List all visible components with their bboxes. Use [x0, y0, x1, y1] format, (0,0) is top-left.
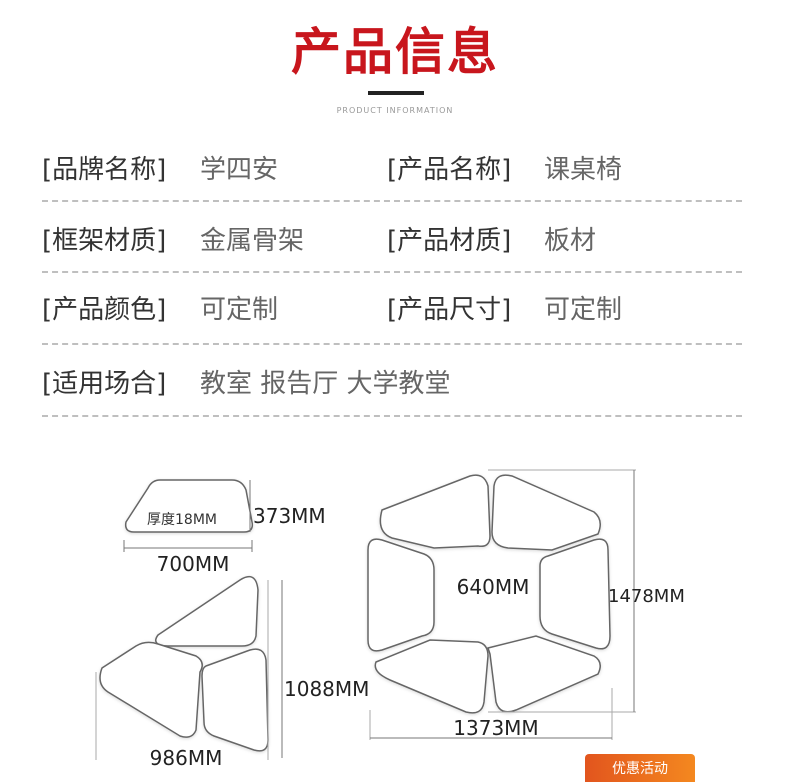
- spec-value-brand: 学四安: [200, 155, 279, 185]
- dimension-diagram: 厚度18MM 373MM 700MM 1088MM 986MM 640MM 14…: [95, 469, 685, 770]
- triangle-width-label: 986MM: [150, 746, 223, 770]
- dashed-divider: [42, 415, 742, 417]
- page-subtitle: PRODUCT INFORMATION: [336, 106, 454, 115]
- spec-label-brand: [品牌名称]: [42, 155, 167, 185]
- dashed-divider: [42, 200, 742, 202]
- spec-label-color: [产品颜色]: [42, 295, 167, 325]
- promo-banner[interactable]: 优惠活动: [585, 754, 695, 782]
- spec-label-product-name: [产品名称]: [387, 155, 512, 185]
- spec-label-product-material: [产品材质]: [387, 226, 512, 256]
- triangle-height-label: 1088MM: [284, 677, 369, 701]
- spec-row: [适用场合] 教室 报告厅 大学教堂: [42, 364, 742, 404]
- dashed-divider: [42, 271, 742, 273]
- dashed-divider: [42, 343, 742, 345]
- spec-label-frame-material: [框架材质]: [42, 226, 167, 256]
- piece-width-label: 700MM: [157, 552, 230, 576]
- triangle-assembly: 1088MM 986MM: [95, 575, 369, 770]
- hexagon-height-label: 1478MM: [608, 586, 685, 607]
- hexagon-inner-label: 640MM: [457, 575, 530, 599]
- spec-value-product-name: 课桌椅: [544, 155, 623, 185]
- trapezoid-piece: 厚度18MM 373MM 700MM: [123, 479, 326, 576]
- spec-row: [品牌名称] 学四安 [产品名称] 课桌椅: [42, 150, 742, 190]
- spec-value-size: 可定制: [544, 295, 623, 325]
- piece-height-label: 373MM: [253, 504, 326, 528]
- spec-label-size: [产品尺寸]: [387, 295, 512, 325]
- title-underline: [368, 91, 424, 95]
- thickness-label: 厚度18MM: [147, 512, 217, 528]
- spec-row: [产品颜色] 可定制 [产品尺寸] 可定制: [42, 290, 742, 330]
- spec-value-frame-material: 金属骨架: [200, 226, 305, 256]
- page-title: 产品信息: [291, 23, 499, 81]
- spec-row: [框架材质] 金属骨架 [产品材质] 板材: [42, 221, 742, 261]
- spec-value-usage: 教室 报告厅 大学教堂: [200, 369, 451, 399]
- hexagon-assembly: 640MM 1478MM 1373MM: [367, 469, 685, 740]
- spec-value-color: 可定制: [200, 295, 279, 325]
- hexagon-width-label: 1373MM: [453, 716, 538, 740]
- spec-label-usage: [适用场合]: [42, 369, 167, 399]
- spec-value-product-material: 板材: [544, 226, 597, 256]
